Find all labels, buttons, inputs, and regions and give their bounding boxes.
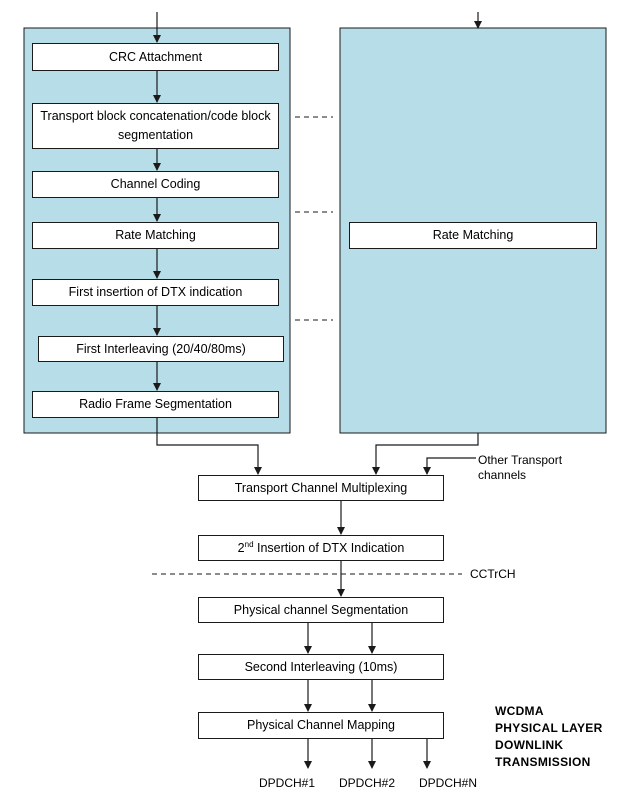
rate-matching-left-label: Rate Matching: [115, 228, 196, 242]
other-transport-channels-label: Other Transport channels: [478, 453, 563, 482]
channel-coding-block: Channel Coding: [32, 171, 279, 198]
radio-frame-segmentation-label: Radio Frame Segmentation: [79, 397, 232, 411]
concatenation-block: Transport block concatenation/code block…: [32, 103, 279, 149]
physical-channel-segmentation-label: Physical channel Segmentation: [233, 602, 409, 617]
channel-coding-label: Channel Coding: [110, 177, 201, 191]
connector-right-to-tcm: [372, 433, 479, 475]
first-interleaving-label: First Interleaving (20/40/80ms): [76, 341, 246, 356]
rate-matching-right-label: Rate Matching: [432, 228, 514, 242]
connector-left-to-tcm: [156, 418, 262, 475]
dtx-insertion-1-label: First insertion of DTX indication: [68, 285, 243, 299]
physical-channel-mapping-label: Physical Channel Mapping: [246, 718, 395, 732]
second-interleaving-label: Second Interleaving (10ms): [244, 659, 398, 674]
cctrch-label: CCTrCH: [470, 567, 516, 581]
concatenation-label: Transport block concatenation/code block…: [40, 109, 271, 142]
dtx-insertion-2-label: 2nd Insertion of DTX Indication: [237, 539, 405, 555]
physical-channel-mapping-block: Physical Channel Mapping: [198, 712, 444, 739]
dtx-insertion-1-block: First insertion of DTX indication: [32, 279, 279, 306]
dtx-insertion-2-block: 2nd Insertion of DTX Indication: [198, 535, 444, 561]
transport-channel-multiplexing-label: Transport Channel Multiplexing: [234, 480, 408, 495]
first-interleaving-block: First Interleaving (20/40/80ms): [38, 336, 284, 362]
physical-channel-segmentation-block: Physical channel Segmentation: [198, 597, 444, 623]
crc-attachment-label: CRC Attachment: [108, 49, 203, 64]
rate-matching-left-block: Rate Matching: [32, 222, 279, 249]
rate-matching-right-block: Rate Matching: [349, 222, 597, 249]
diagram-title: WCDMA PHYSICAL LAYER DOWNLINK TRANSMISSI…: [495, 704, 603, 769]
crc-attachment-block: CRC Attachment: [32, 43, 279, 71]
transport-channel-multiplexing-block: Transport Channel Multiplexing: [198, 475, 444, 501]
connector-other-to-tcm: [423, 457, 476, 475]
radio-frame-segmentation-block: Radio Frame Segmentation: [32, 391, 279, 418]
output-dpdch-n: DPDCH#N: [419, 776, 478, 790]
output-dpdch-2: DPDCH#2: [339, 776, 396, 790]
second-interleaving-block: Second Interleaving (10ms): [198, 654, 444, 680]
output-dpdch-1: DPDCH#1: [259, 776, 316, 790]
